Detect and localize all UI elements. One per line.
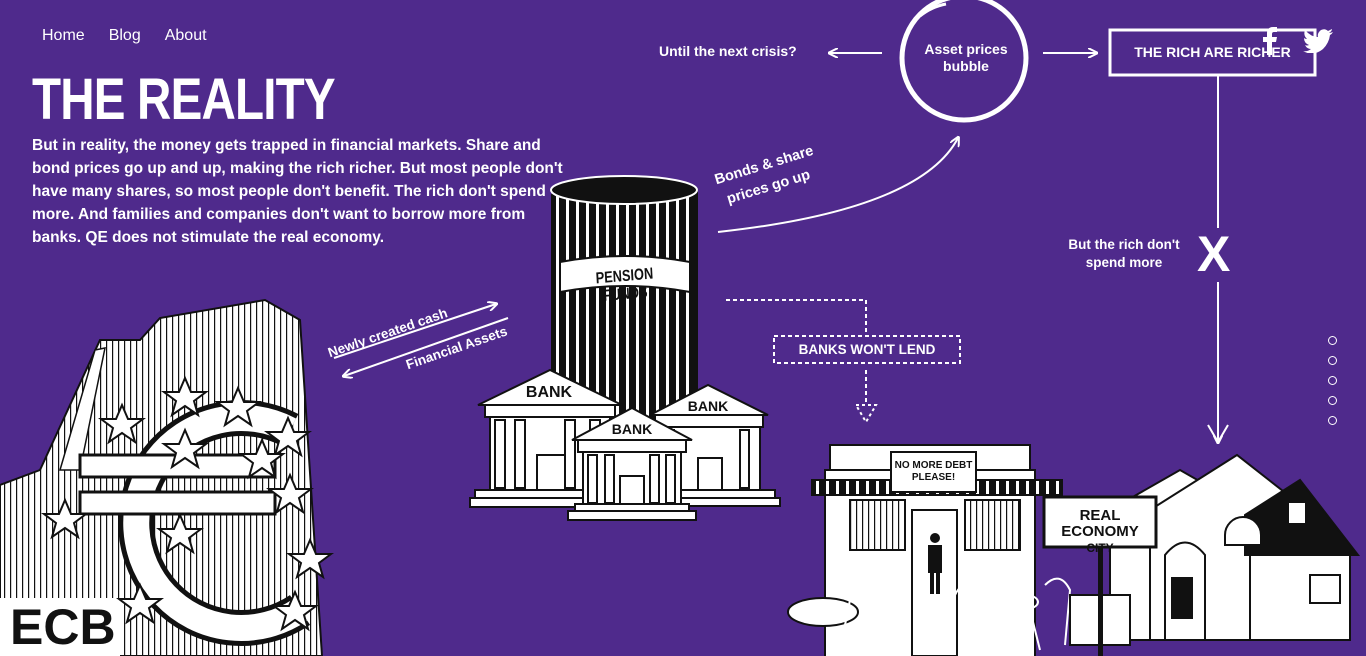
- bank-label-left: BANK: [525, 384, 573, 401]
- pager-dot-2[interactable]: [1328, 356, 1337, 365]
- top-nav: Home Blog About: [42, 27, 207, 45]
- rich-dont-spend-label: But the rich don't spend more: [1050, 236, 1198, 272]
- body-paragraph: But in reality, the money gets trapped i…: [32, 137, 563, 246]
- rich-richer-label: THE RICH ARE RICHER: [1134, 44, 1291, 60]
- bank-label-right: BANK: [687, 398, 729, 414]
- bank-label-front: BANK: [611, 421, 653, 437]
- euro-sign: [78, 400, 311, 646]
- cafe-building: [811, 444, 1063, 656]
- pension-funds-tower: [550, 175, 698, 421]
- banks-wont-lend-label: BANKS WON'T LEND: [798, 342, 936, 357]
- real-economy-sign: [1042, 495, 1158, 656]
- euro-stars: [41, 375, 334, 632]
- pager-dot-4[interactable]: [1328, 396, 1337, 405]
- pager-dot-5[interactable]: [1328, 416, 1337, 425]
- city-line: CITY: [1086, 541, 1114, 555]
- next-crisis-label: Until the next crisis?: [659, 43, 797, 59]
- real-economy-label: REAL ECONOMY CITY: [1044, 508, 1156, 556]
- no-more-debt-line2: PLEASE!: [911, 472, 956, 483]
- twitter-icon[interactable]: [1302, 26, 1334, 56]
- pager-dot-3[interactable]: [1328, 376, 1337, 385]
- ecb-label: ECB: [10, 599, 116, 655]
- x-mark: X: [1197, 226, 1231, 282]
- rich-dont-line1: But the rich don't: [1068, 237, 1180, 252]
- facebook-icon[interactable]: [1259, 26, 1281, 56]
- no-more-debt-sign: NO MORE DEBT PLEASE!: [891, 460, 976, 484]
- asset-bubble-line1: Asset prices: [924, 41, 1008, 57]
- rich-dont-line2: spend more: [1085, 255, 1163, 270]
- cafe-tables: [787, 577, 1072, 651]
- pager-dot-1[interactable]: [1328, 336, 1337, 345]
- no-more-debt-line1: NO MORE DEBT: [894, 460, 973, 471]
- asset-bubble-label: Asset prices bubble: [914, 41, 1018, 75]
- banks: [469, 368, 781, 521]
- nav-about-link[interactable]: About: [164, 27, 207, 44]
- page-title: THE REALITY: [32, 67, 336, 132]
- real-economy-line: REAL ECONOMY: [1061, 507, 1139, 540]
- nav-blog-link[interactable]: Blog: [108, 27, 141, 44]
- section-pager: [1328, 336, 1337, 425]
- nav-home-link[interactable]: Home: [42, 27, 85, 44]
- asset-bubble-line2: bubble: [943, 58, 989, 74]
